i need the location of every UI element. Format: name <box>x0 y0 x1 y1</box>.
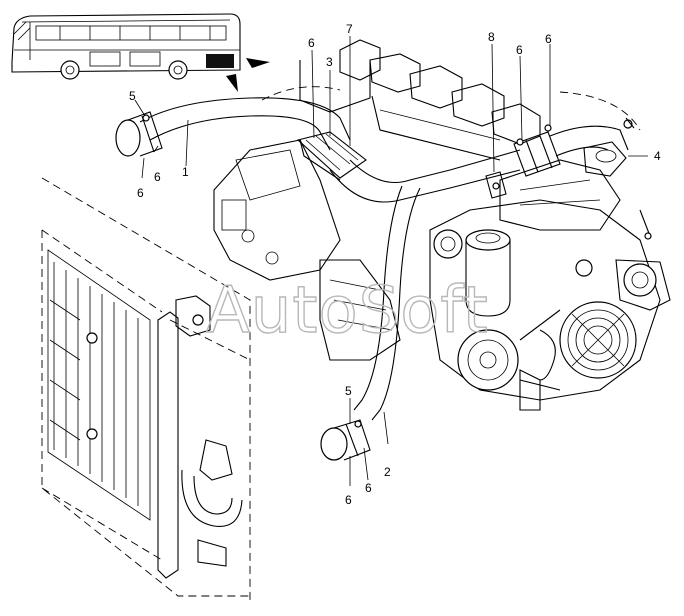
hose-upper-middle <box>296 131 367 181</box>
radiator <box>41 177 251 600</box>
callout-5-upper: 5 <box>129 89 136 103</box>
bus-locator-icon <box>11 13 270 92</box>
callout-labels: 5 6 6 1 6 3 7 8 6 6 4 5 6 6 2 <box>129 22 661 507</box>
hose-upper-right <box>513 124 561 177</box>
engine-accessories <box>429 159 671 411</box>
callout-2: 2 <box>384 465 391 479</box>
callout-5-lower: 5 <box>345 384 352 398</box>
radiator-core <box>47 249 151 521</box>
hose-upper-left <box>115 111 163 157</box>
leader-lines <box>134 36 648 486</box>
lower-coolant-pipe <box>353 185 421 421</box>
callout-6-upper-left-a: 6 <box>137 186 144 200</box>
alternator <box>457 329 519 391</box>
callout-4: 4 <box>654 149 661 163</box>
thermostat-housing <box>583 117 635 177</box>
upper-coolant-pipe <box>139 97 629 203</box>
callout-8: 8 <box>488 30 495 44</box>
callout-3: 3 <box>326 55 333 69</box>
callout-7: 7 <box>346 22 353 36</box>
callout-6-upper-right-a: 6 <box>516 43 523 57</box>
hose-lower <box>320 419 371 461</box>
bracket-clamp <box>485 171 507 199</box>
callout-1: 1 <box>182 165 189 179</box>
pulley <box>559 301 637 379</box>
watermark-logo: AutoSoft <box>206 274 489 348</box>
callout-6-upper-left-b: 6 <box>154 170 161 184</box>
engine-block <box>213 39 641 361</box>
callout-6-lower-a: 6 <box>345 493 352 507</box>
callout-6-upper-right-b: 6 <box>545 32 552 46</box>
callout-6-upper-middle: 6 <box>308 36 315 50</box>
callout-6-lower-b: 6 <box>365 481 372 495</box>
